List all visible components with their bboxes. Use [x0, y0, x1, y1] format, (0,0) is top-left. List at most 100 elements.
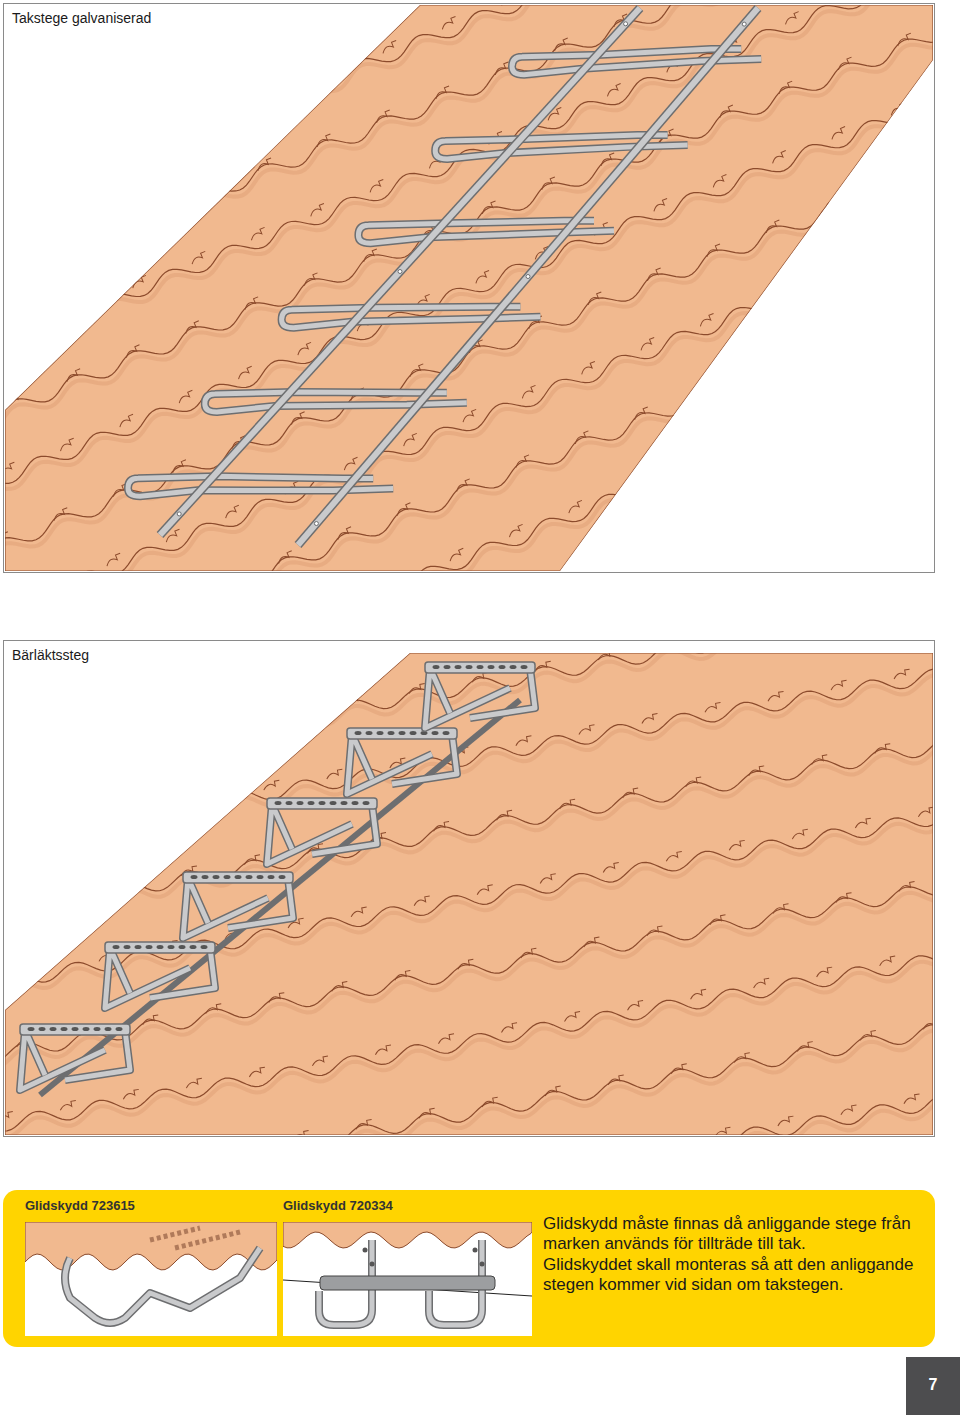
tile-shadow [0, 725, 960, 1225]
tile-lug [646, 926, 664, 936]
tile-lug [368, 179, 386, 192]
tile-lug [156, 728, 174, 738]
tile-lug [641, 714, 659, 724]
tread-hole [477, 665, 484, 669]
tile-lug [268, 19, 286, 32]
tile-lug [401, 433, 419, 446]
tile-lug [263, 780, 281, 790]
ladder-rail [298, 8, 758, 545]
tile-lug [718, 416, 736, 426]
tile-lug [277, 1152, 295, 1165]
tile-lug [321, 557, 339, 567]
tile-lug [573, 512, 591, 522]
tile-row-edge [0, 276, 960, 1338]
tile-lug [560, 570, 578, 583]
tile-row-edge [0, 0, 960, 185]
tile-lug [177, 390, 195, 403]
tile-lug [311, 132, 329, 142]
tile-lug [160, 16, 178, 26]
tile-lug [717, 105, 735, 118]
tile-shadow [0, 0, 960, 191]
tile-lug [651, 199, 669, 212]
tile-lug [54, 888, 72, 898]
tile-lug [883, 244, 901, 254]
tile-lug [64, 369, 82, 382]
tile-lug [490, 598, 508, 608]
tile-lug [422, 397, 440, 407]
tread-hole [455, 665, 462, 669]
tile-lug [672, 591, 690, 604]
tile-lug [59, 1100, 77, 1110]
tile-lug [505, 311, 523, 321]
tile-lug [665, 851, 683, 861]
tile-lug [354, 195, 372, 205]
tile-lug [0, 601, 4, 614]
tile-lug [196, 182, 214, 195]
product-box [25, 1222, 277, 1336]
tile-lug [209, 292, 227, 302]
tile-shadow [0, 1345, 960, 1415]
tile-shadow [0, 282, 960, 1344]
tile-lug [675, 352, 693, 362]
tile-lug [223, 5, 241, 15]
tile-lug [388, 572, 406, 585]
tile-lug [398, 259, 416, 269]
bolt-hole [363, 1248, 368, 1253]
tile-lug [529, 449, 547, 459]
tile-lug [592, 438, 610, 448]
tile-lug [88, 527, 106, 537]
tile-lug [447, 535, 465, 545]
tile-lug [520, 385, 538, 398]
tile-lug [883, 1168, 901, 1178]
tile-lug [733, 129, 751, 139]
tile-row-edge [0, 719, 960, 1219]
tile-lug [762, 479, 780, 489]
tile-lug [586, 292, 604, 305]
tread-hole [444, 665, 451, 669]
tile-lug [90, 91, 108, 104]
tile-shadow [0, 35, 960, 535]
tread-hole [224, 875, 231, 879]
tile-strip [283, 1222, 532, 1248]
tile-lug [282, 706, 300, 716]
tile-lug [558, 799, 576, 809]
tile-lug [927, 308, 945, 318]
tile-lug [413, 896, 431, 906]
tile-lug [941, 21, 959, 31]
tile-lug [258, 568, 276, 578]
tile-lug [524, 237, 542, 247]
tile-lug [45, 577, 63, 590]
tile-lug [850, 519, 868, 532]
tread-hole [191, 875, 198, 879]
tread-hole [235, 875, 242, 879]
tile-row-edge [0, 104, 960, 1166]
tread-hole [257, 875, 264, 879]
tile-lug [626, 77, 644, 87]
tread-hole [157, 945, 164, 949]
tile-lug [403, 471, 421, 481]
tile-lug [117, 877, 135, 887]
tile-lug [738, 498, 756, 511]
tread-hole [135, 945, 142, 949]
tile-lug [69, 601, 87, 611]
tile-lug [262, 88, 280, 101]
tile-lug [869, 311, 887, 324]
tile-lug [573, 431, 591, 444]
tile-lug [340, 1406, 358, 1415]
tile-lug [752, 978, 770, 988]
tile-lug [316, 344, 334, 354]
tile-lug [500, 594, 518, 607]
tile-lug [0, 1112, 14, 1122]
tile-lug [263, 690, 281, 703]
tile-lug [308, 203, 326, 216]
tile-lug [106, 1155, 124, 1168]
tile-lug [49, 676, 67, 686]
tile-lug [85, 762, 103, 775]
tread-hole [433, 665, 440, 669]
page-number: 7 [906, 1375, 960, 1394]
tile-lug [471, 672, 489, 682]
batten [150, 1228, 240, 1248]
tile-lug [418, 1108, 436, 1118]
tile-lug [30, 750, 48, 760]
